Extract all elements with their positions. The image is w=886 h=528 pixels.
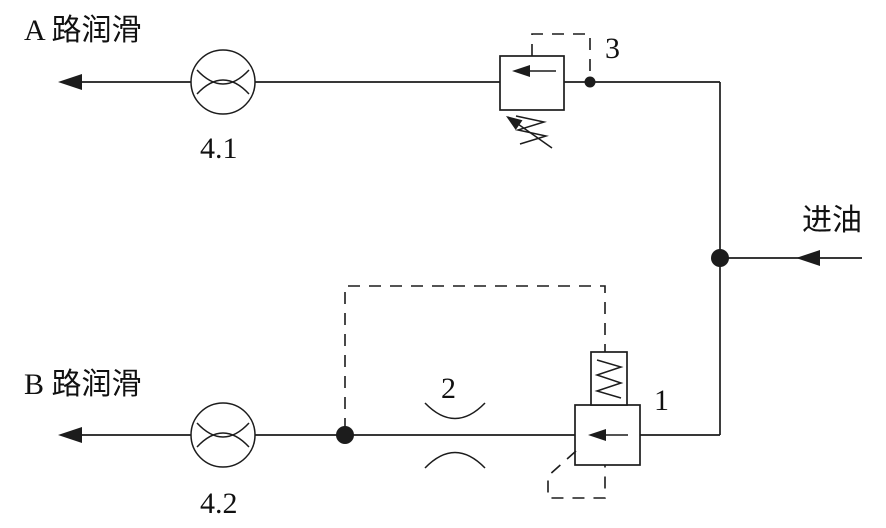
diagram-labels: A 路润滑 B 路润滑 进油 3 1 2 4.1 4.2 bbox=[24, 14, 862, 520]
flow-meter-4-2-body bbox=[190, 402, 256, 468]
pressure-reducing-valve-3 bbox=[499, 33, 596, 149]
label-valve-3: 3 bbox=[605, 32, 620, 65]
throttle-2-arc-bottom bbox=[424, 451, 486, 469]
throttle-2-arc-top bbox=[424, 402, 486, 420]
flow-control-valve-1 bbox=[547, 351, 641, 499]
flow-meter-4-2-arc-top bbox=[196, 422, 250, 438]
path-a-branch bbox=[58, 33, 720, 149]
label-throttle-2: 2 bbox=[441, 372, 456, 405]
valve-3-body bbox=[499, 55, 565, 111]
valve-3-internal-arrow-icon bbox=[512, 65, 530, 77]
path-b-pilot-dashed-line bbox=[344, 285, 606, 430]
flow-meter-4-2-arc-bottom bbox=[196, 432, 250, 448]
path-b-branch bbox=[58, 285, 720, 499]
valve-3-adjust-arrow-icon bbox=[506, 116, 523, 130]
flow-meter-4-1 bbox=[190, 49, 256, 115]
inlet-flow-arrow-icon bbox=[796, 250, 820, 266]
path-b-flow-arrow-icon bbox=[58, 427, 82, 443]
throttle-2 bbox=[424, 402, 486, 469]
path-a-flow-arrow-icon bbox=[58, 74, 82, 90]
label-flow-meter-a: 4.1 bbox=[200, 132, 238, 165]
label-path-b: B 路润滑 bbox=[24, 368, 142, 401]
valve-3-spring-icon bbox=[515, 115, 549, 145]
inlet-section bbox=[711, 82, 862, 435]
label-flow-meter-b: 4.2 bbox=[200, 487, 238, 520]
path-b-pilot-tap-dot bbox=[336, 426, 354, 444]
flow-meter-4-2 bbox=[190, 402, 256, 468]
valve-1-feedback-dashed-line bbox=[547, 450, 606, 499]
inlet-junction-dot bbox=[711, 249, 729, 267]
label-oil-inlet: 进油 bbox=[802, 204, 862, 237]
valve-1-internal-arrow-icon bbox=[588, 429, 606, 441]
flow-meter-4-1-arc-bottom bbox=[196, 79, 250, 95]
valve-3-pilot-dashed-line bbox=[531, 33, 591, 78]
label-valve-1: 1 bbox=[654, 384, 669, 417]
flow-meter-4-1-body bbox=[190, 49, 256, 115]
flow-meter-4-1-arc-top bbox=[196, 69, 250, 85]
valve-1-spring-icon bbox=[594, 359, 624, 399]
label-path-a: A 路润滑 bbox=[24, 14, 142, 47]
